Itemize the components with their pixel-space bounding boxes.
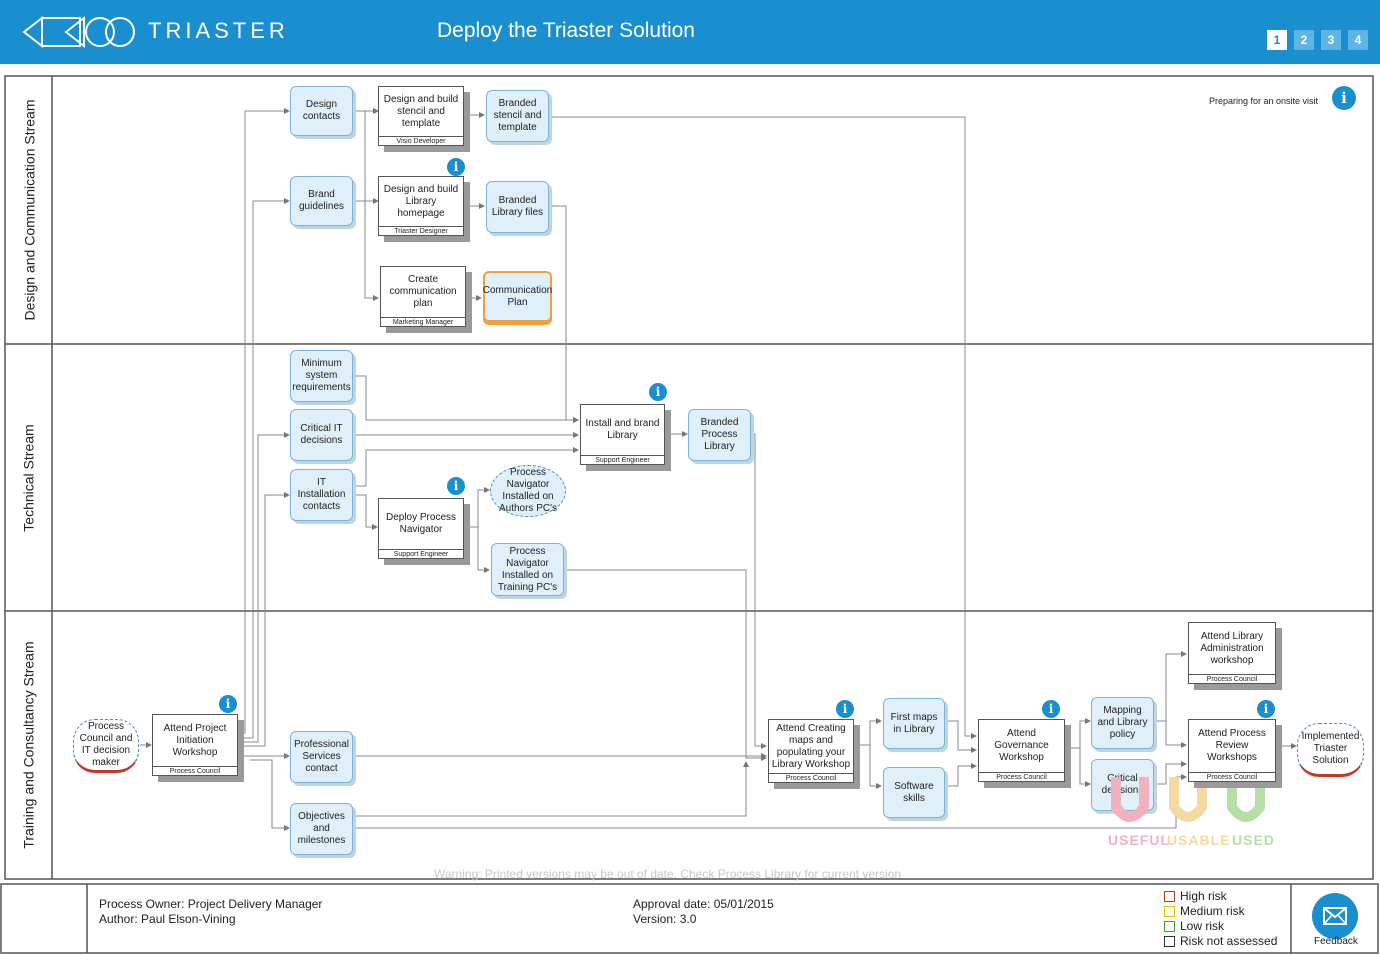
first-maps-in-library[interactable]: First maps in Library bbox=[883, 698, 945, 749]
high-risk-swatch bbox=[1164, 891, 1175, 902]
branded-stencil[interactable]: Branded stencil and template bbox=[486, 90, 549, 142]
header-bar: TRIASTER Deploy the Triaster Solution 1 … bbox=[0, 0, 1380, 64]
triaster-logo-icon bbox=[22, 15, 135, 49]
brand-guidelines[interactable]: Brand guidelines bbox=[290, 176, 353, 226]
not-assessed-swatch bbox=[1164, 936, 1175, 947]
role-label: Support Engineer bbox=[581, 455, 664, 466]
objectives-milestones[interactable]: Objectives and milestones bbox=[290, 803, 353, 855]
branded-library-files[interactable]: Branded Library files bbox=[486, 181, 549, 233]
lane-label-technical: Technical Stream bbox=[21, 423, 38, 532]
process-label: Install and brand Library bbox=[585, 418, 660, 441]
process-label: Design and build Library homepage bbox=[383, 183, 459, 219]
attend-governance-process[interactable]: Attend Governance Workshop Process Counc… bbox=[978, 719, 1065, 782]
page-2-button[interactable]: 2 bbox=[1294, 30, 1314, 50]
role-label: Process Council bbox=[153, 766, 237, 777]
footer-owner: Process Owner: Project Delivery Manager … bbox=[99, 897, 322, 927]
envelope-icon bbox=[1323, 907, 1347, 925]
info-icon-homepage[interactable]: i bbox=[447, 158, 465, 176]
design-build-stencil-process[interactable]: Design and build stencil and template Vi… bbox=[378, 86, 464, 146]
medium-risk-swatch bbox=[1164, 906, 1175, 917]
page-nav: 1 2 3 4 bbox=[1267, 30, 1368, 50]
minimum-system-requirements[interactable]: Minimum system requirements bbox=[290, 350, 353, 402]
footer-approval: Approval date: 05/01/2015 Version: 3.0 bbox=[633, 897, 774, 927]
process-owner: Process Owner: Project Delivery Manager bbox=[99, 897, 323, 911]
used-label: USED bbox=[1232, 832, 1275, 848]
uu-watermark bbox=[1111, 777, 1265, 822]
process-label: Attend Library Administration workshop bbox=[1200, 630, 1264, 666]
page-1-button[interactable]: 1 bbox=[1267, 30, 1287, 50]
onsite-visit-note: Preparing for an onsite visit bbox=[1209, 96, 1319, 106]
role-label: Support Engineer bbox=[379, 549, 463, 560]
info-icon-onsite[interactable]: i bbox=[1332, 86, 1356, 110]
install-brand-library-process[interactable]: Install and brand Library Support Engine… bbox=[580, 404, 665, 465]
implemented-solution[interactable]: Implemented Triaster Solution bbox=[1297, 723, 1364, 777]
mapping-library-policy[interactable]: Mapping and Library policy bbox=[1091, 697, 1154, 749]
role-label: Process Council bbox=[979, 772, 1064, 783]
version: Version: 3.0 bbox=[633, 912, 697, 926]
role-label: Process Council bbox=[1189, 772, 1275, 783]
role-label: Process Council bbox=[1189, 674, 1275, 685]
usable-label: USABLE bbox=[1167, 832, 1231, 848]
professional-services-contact[interactable]: Professional Services contact bbox=[290, 731, 353, 783]
legend-low-risk: Low risk bbox=[1164, 919, 1277, 934]
info-icon-creating[interactable]: i bbox=[836, 700, 854, 718]
legend-not-assessed: Risk not assessed bbox=[1164, 934, 1277, 949]
risk-legend: High risk Medium risk Low risk Risk not … bbox=[1164, 889, 1277, 949]
attend-review-process[interactable]: Attend Process Review Workshops Process … bbox=[1188, 719, 1276, 782]
attend-initiation-process[interactable]: Attend Project Initiation Workshop Proce… bbox=[152, 714, 238, 776]
feedback-button[interactable] bbox=[1312, 893, 1358, 939]
process-council-start[interactable]: Process Council and IT decision maker bbox=[73, 719, 139, 773]
attend-admin-process[interactable]: Attend Library Administration workshop P… bbox=[1188, 622, 1276, 684]
software-skills[interactable]: Software skills bbox=[883, 767, 945, 818]
design-contacts[interactable]: Design contacts bbox=[290, 86, 353, 136]
branded-process-library[interactable]: Branded Process Library bbox=[688, 409, 751, 461]
page-4-button[interactable]: 4 bbox=[1348, 30, 1368, 50]
info-icon-deploy[interactable]: i bbox=[447, 477, 465, 495]
process-label: Attend Governance Workshop bbox=[994, 728, 1049, 763]
print-warning: Warning: Printed versions may be out of … bbox=[434, 867, 902, 881]
lane-label-design: Design and Communication Stream bbox=[21, 99, 37, 321]
page-3-button[interactable]: 3 bbox=[1321, 30, 1341, 50]
process-label: Design and build stencil and template bbox=[383, 93, 459, 129]
info-icon-install[interactable]: i bbox=[649, 383, 667, 401]
it-installation-contacts[interactable]: IT Installation contacts bbox=[290, 469, 353, 521]
author: Author: Paul Elson-Vining bbox=[99, 912, 236, 926]
process-label: Deploy Process Navigator bbox=[385, 512, 457, 535]
process-label: Create communication plan bbox=[389, 274, 457, 309]
legend-medium-risk: Medium risk bbox=[1164, 904, 1277, 919]
attend-creating-process[interactable]: Attend Creating maps and populating your… bbox=[768, 719, 854, 783]
deploy-navigator-process[interactable]: Deploy Process Navigator Support Enginee… bbox=[378, 498, 464, 559]
navigator-training-pcs[interactable]: Process Navigator Installed on Training … bbox=[491, 543, 564, 596]
lane-label-training: Training and Consultancy Stream bbox=[21, 641, 38, 849]
role-label: Visio Developer bbox=[379, 136, 463, 147]
design-build-homepage-process[interactable]: Design and build Library homepage Triast… bbox=[378, 176, 464, 236]
role-label: Marketing Manager bbox=[381, 317, 465, 328]
useful-label: USEFUL bbox=[1108, 832, 1170, 848]
create-comm-plan-process[interactable]: Create communication plan Marketing Mana… bbox=[380, 266, 466, 327]
approval-date: Approval date: 05/01/2015 bbox=[633, 897, 774, 911]
info-icon-governance[interactable]: i bbox=[1042, 700, 1060, 718]
info-icon-initiation[interactable]: i bbox=[219, 695, 237, 713]
role-label: Process Council bbox=[769, 773, 853, 784]
info-icon-review[interactable]: i bbox=[1257, 700, 1275, 718]
legend-high-risk: High risk bbox=[1164, 889, 1277, 904]
role-label: Triaster Designer bbox=[379, 226, 463, 237]
logo-text: TRIASTER bbox=[148, 18, 289, 43]
communication-plan[interactable]: Communication Plan bbox=[483, 271, 552, 322]
process-label: Attend Creating maps and populating your… bbox=[771, 722, 851, 770]
critical-it-decisions[interactable]: Critical IT decisions bbox=[290, 409, 353, 461]
low-risk-swatch bbox=[1164, 921, 1175, 932]
feedback-label: Feedback bbox=[1314, 936, 1358, 947]
navigator-authors-pcs[interactable]: Process Navigator Installed on Authors P… bbox=[490, 465, 566, 517]
process-label: Attend Project Initiation Workshop bbox=[163, 722, 227, 758]
process-label: Attend Process Review Workshops bbox=[1198, 728, 1266, 763]
page-title: Deploy the Triaster Solution bbox=[437, 19, 695, 42]
